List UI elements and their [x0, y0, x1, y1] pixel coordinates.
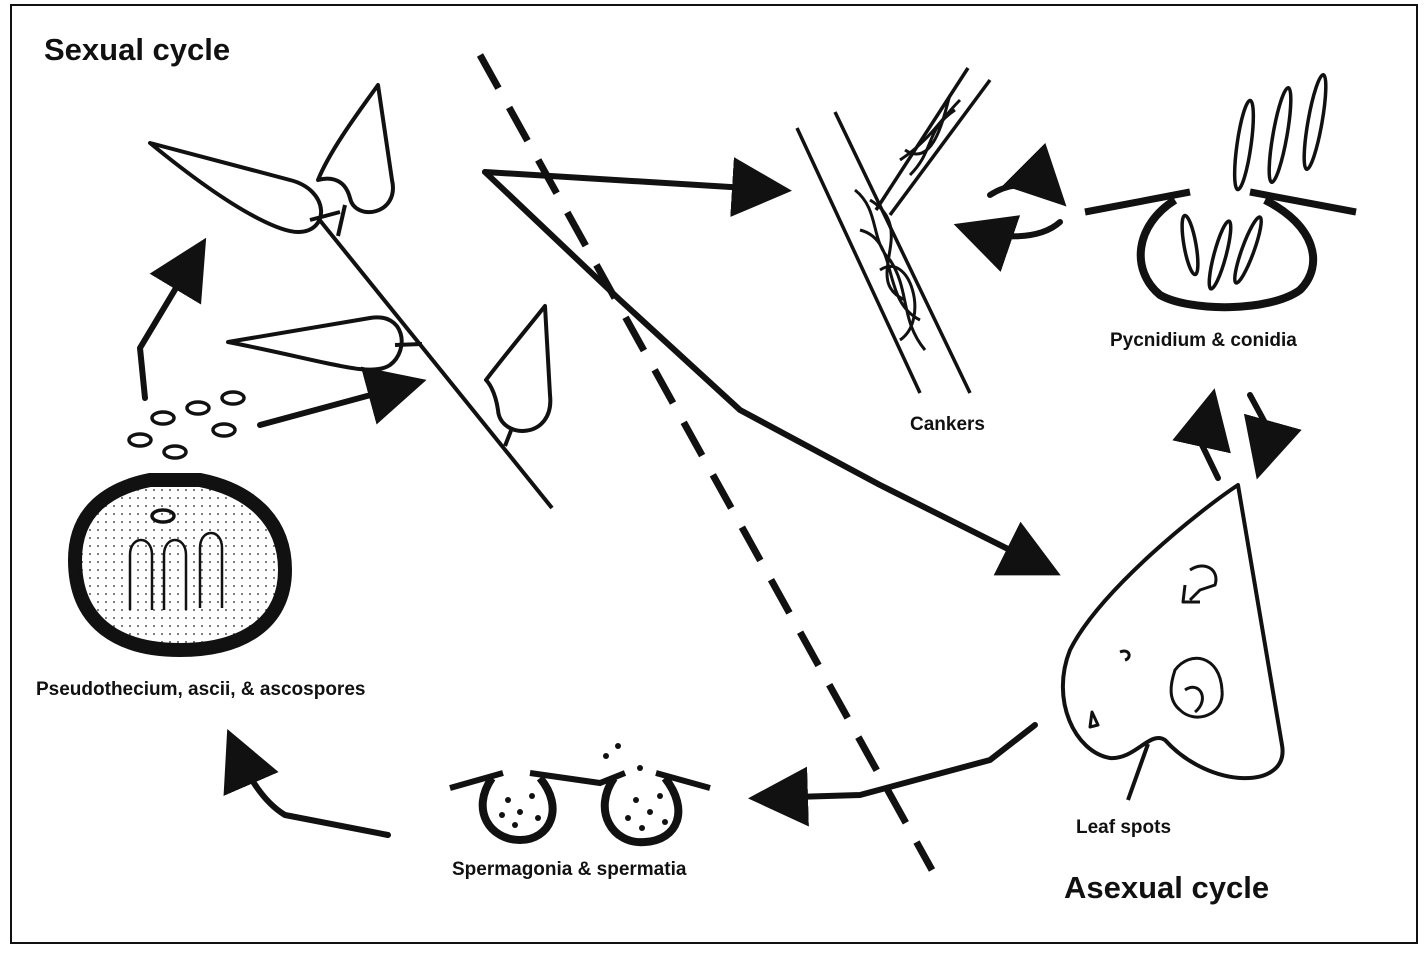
pseudothecium-label: Pseudothecium, ascii, & ascospores — [36, 679, 365, 701]
cankers-illustration — [797, 68, 990, 393]
arrow-pycnidium-to-leaf — [1250, 395, 1270, 468]
twig-with-leaves — [150, 85, 552, 508]
pycnidium-label: Pycnidium & conidia — [1110, 330, 1297, 352]
arrow-twig-to-leaf-spots — [485, 172, 1050, 570]
arrow-twig-to-cankers — [485, 172, 780, 190]
arrow-pseudothecium-to-twig — [140, 248, 200, 398]
arrow-cankers-to-pycnidium — [990, 185, 1058, 198]
cankers-label: Cankers — [910, 414, 985, 436]
leaf-spots-label: Leaf spots — [1076, 817, 1171, 839]
spermagonia-illustration — [450, 743, 710, 842]
pseudothecium-illustration — [75, 480, 288, 654]
arrow-leaf-to-pycnidium — [1202, 400, 1218, 478]
arrow-ascospores-to-leaf — [260, 383, 415, 425]
spermagonia-label: Spermagonia & spermatia — [452, 859, 686, 881]
sexual-cycle-title: Sexual cycle — [44, 32, 230, 68]
pycnidium-illustration — [1085, 74, 1356, 308]
arrow-pycnidium-to-cankers — [965, 222, 1060, 236]
arrow-leaf-to-spermagonia — [760, 725, 1035, 798]
ascospores — [129, 392, 244, 458]
spotted-leaf-illustration — [1063, 485, 1283, 800]
arrow-spermagonia-to-pseudothecium — [232, 740, 388, 835]
asexual-cycle-title: Asexual cycle — [1064, 870, 1269, 906]
